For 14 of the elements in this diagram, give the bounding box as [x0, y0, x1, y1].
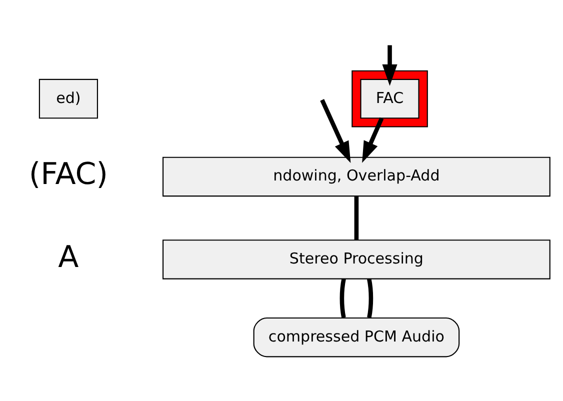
arrow: [362, 117, 384, 163]
connector: [340, 278, 346, 318]
arrow: [382, 45, 398, 86]
node-box: Stereo Processing: [162, 240, 550, 280]
cluster: [352, 70, 428, 128]
node-box: compressed PCM Audio: [253, 317, 460, 358]
connector: [366, 278, 374, 318]
node-box: ndowing, Overlap-Add: [162, 156, 550, 197]
connector: [354, 196, 359, 240]
node-box: FAC: [360, 78, 420, 119]
label: (FAC): [28, 157, 108, 192]
node-box: ed): [38, 78, 98, 119]
arrow: [320, 99, 351, 163]
label: A: [58, 240, 79, 275]
